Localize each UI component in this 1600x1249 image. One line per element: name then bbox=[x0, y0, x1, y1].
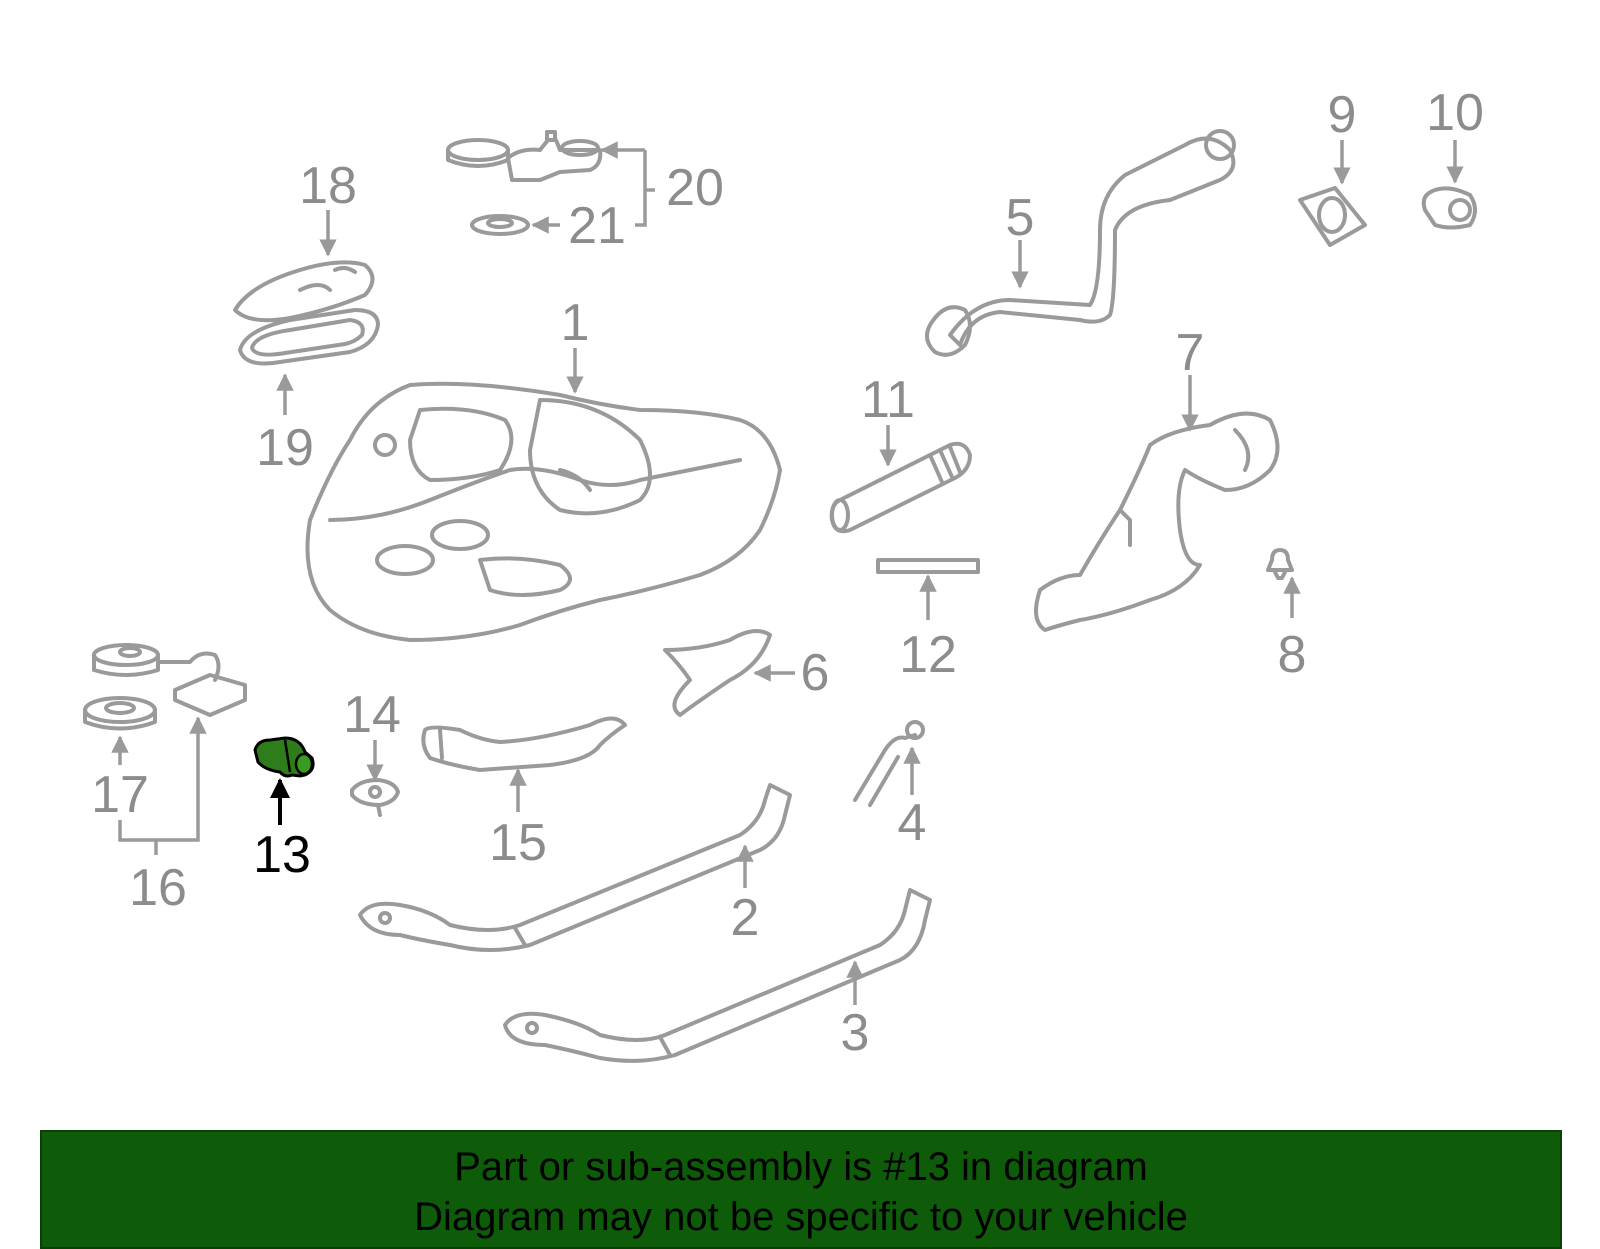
callout-10: 10 bbox=[1426, 84, 1484, 142]
filler-housing bbox=[1298, 186, 1367, 247]
pump-assembly bbox=[92, 643, 247, 717]
filler-shield bbox=[1034, 411, 1280, 632]
seal-ring bbox=[83, 696, 157, 731]
banner-line-1: Part or sub-assembly is #13 in diagram bbox=[454, 1145, 1148, 1189]
callout-5: 5 bbox=[1006, 189, 1035, 247]
callout-14: 14 bbox=[343, 686, 401, 744]
callout-1: 1 bbox=[561, 294, 590, 352]
highlighted-part-13 bbox=[253, 736, 315, 778]
fuel-pump bbox=[446, 130, 603, 182]
heat-shield bbox=[421, 716, 627, 772]
o-ring bbox=[470, 214, 530, 236]
callout-21: 21 bbox=[568, 197, 626, 255]
filler-pipe bbox=[924, 129, 1236, 357]
fuel-cap bbox=[1421, 186, 1477, 230]
callout-2: 2 bbox=[731, 889, 760, 947]
info-banner: Part or sub-assembly is #13 in diagram D… bbox=[40, 1130, 1562, 1249]
callout-4: 4 bbox=[898, 794, 927, 852]
callout-13: 13 bbox=[253, 826, 311, 884]
clip bbox=[1266, 548, 1294, 580]
callout-18: 18 bbox=[299, 157, 357, 215]
callout-11: 11 bbox=[861, 371, 915, 429]
tank-strap-lower bbox=[503, 888, 932, 1063]
callout-3: 3 bbox=[841, 1004, 870, 1062]
callout-20: 20 bbox=[666, 159, 724, 217]
callout-17: 17 bbox=[91, 766, 149, 824]
callout-12: 12 bbox=[899, 626, 957, 684]
callout-9: 9 bbox=[1328, 86, 1357, 144]
callout-7: 7 bbox=[1176, 324, 1205, 382]
grommet bbox=[350, 778, 400, 817]
parts-diagram: 1 2 3 4 5 6 7 bbox=[83, 84, 1484, 1063]
pad bbox=[876, 558, 980, 574]
callout-6: 6 bbox=[801, 644, 830, 702]
filler-sleeve bbox=[829, 441, 972, 534]
fuel-tank bbox=[305, 381, 782, 642]
banner-line-2: Diagram may not be specific to your vehi… bbox=[414, 1195, 1188, 1239]
access-cover bbox=[233, 260, 375, 323]
callout-16: 16 bbox=[129, 859, 187, 917]
callout-8: 8 bbox=[1278, 626, 1307, 684]
bracket bbox=[663, 629, 772, 717]
tank-strap-upper bbox=[358, 783, 792, 952]
callout-19: 19 bbox=[256, 419, 314, 477]
callout-15: 15 bbox=[489, 814, 547, 872]
cover-gasket bbox=[238, 308, 380, 366]
vent-hose bbox=[853, 720, 925, 807]
